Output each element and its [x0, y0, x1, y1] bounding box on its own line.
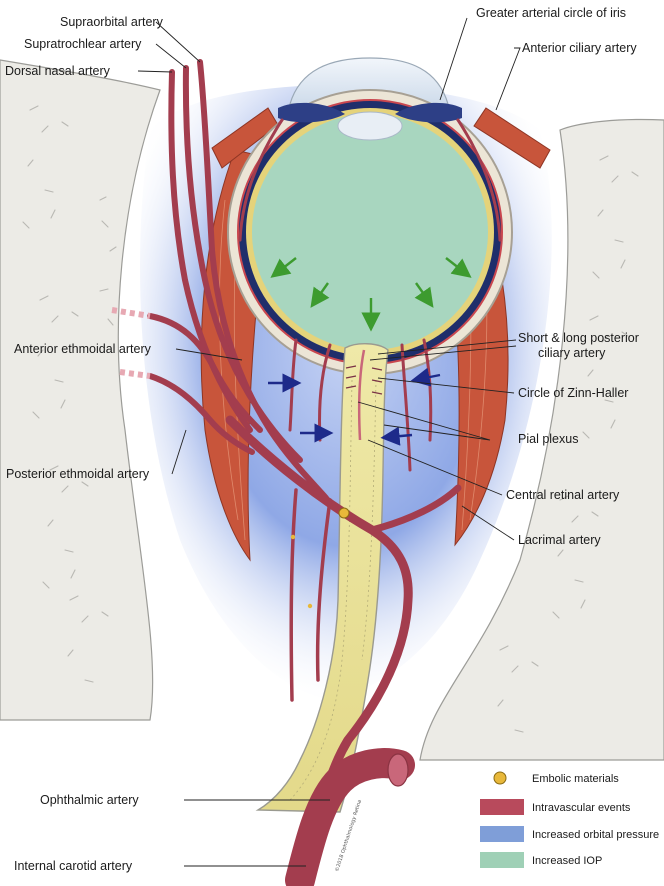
bone-trabeculae-left — [22, 105, 117, 683]
legend-item-iop: Increased IOP — [480, 852, 602, 868]
label-posterior-ethmoidal-artery: Posterior ethmoidal artery — [6, 467, 150, 481]
label-internal-carotid-artery: Internal carotid artery — [14, 859, 133, 873]
arteries — [111, 59, 502, 886]
label-short-long-posterior-line1: Short & long posterior — [518, 331, 639, 345]
label-greater-arterial-circle: Greater arterial circle of iris — [476, 6, 626, 20]
lens — [337, 111, 403, 141]
legend-swatch-iop — [480, 852, 524, 868]
label-supratrochlear-artery: Supratrochlear artery — [24, 37, 142, 51]
legend-item-orbital-pressure: Increased orbital pressure — [480, 826, 659, 842]
legend-swatch-embolic — [493, 771, 507, 785]
bone-trabeculae-right — [497, 155, 639, 733]
legend-label-intravascular: Intravascular events — [532, 802, 631, 814]
label-pial-plexus: Pial plexus — [518, 432, 578, 446]
legend-swatch-intravascular — [480, 799, 524, 815]
label-supraorbital-artery: Supraorbital artery — [60, 15, 164, 29]
leader-lines — [137, 17, 521, 867]
label-ophthalmic-artery: Ophthalmic artery — [40, 793, 139, 807]
left-orbital-bone — [0, 59, 161, 721]
cornea — [289, 57, 449, 105]
iop-arrows — [270, 257, 472, 332]
label-dorsal-nasal-artery: Dorsal nasal artery — [5, 64, 111, 78]
legend-item-intravascular: Intravascular events — [480, 799, 631, 815]
label-circle-of-zinn-haller: Circle of Zinn-Haller — [518, 386, 628, 400]
label-anterior-ciliary-artery: Anterior ciliary artery — [522, 41, 637, 55]
legend-label-embolic: Embolic materials — [532, 773, 619, 785]
legend-item-embolic: Embolic materials — [493, 771, 619, 785]
orbital-pressure-arrows — [268, 367, 441, 446]
label-short-long-posterior-line2: ciliary artery — [538, 346, 606, 360]
right-orbital-bone — [419, 118, 664, 761]
legend-label-iop: Increased IOP — [532, 855, 602, 867]
anatomy-labels: Supraorbital artery Supratrochlear arter… — [5, 6, 639, 873]
label-anterior-ethmoidal-artery: Anterior ethmoidal artery — [14, 342, 152, 356]
iris — [278, 102, 462, 123]
legend-swatch-orbital-pressure — [480, 826, 524, 842]
legend-label-orbital-pressure: Increased orbital pressure — [532, 829, 659, 841]
label-central-retinal-artery: Central retinal artery — [506, 488, 620, 502]
legend: Embolic materials Intravascular events I… — [480, 771, 659, 868]
label-lacrimal-artery: Lacrimal artery — [518, 533, 601, 547]
